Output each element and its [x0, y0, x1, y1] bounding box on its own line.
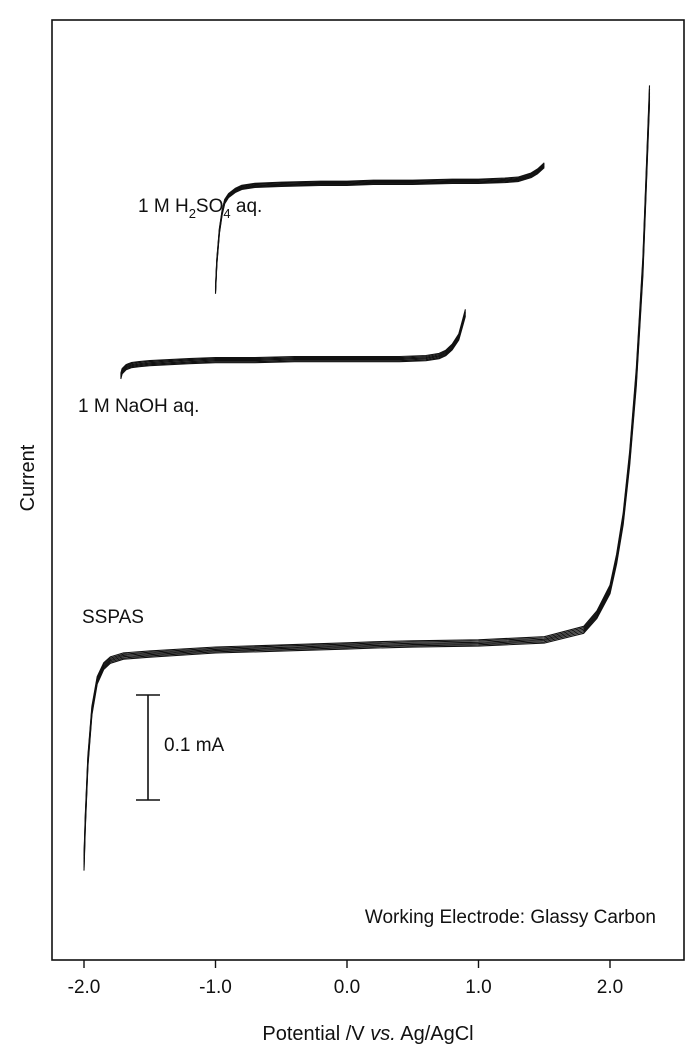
x-tick-label: 0.0: [334, 977, 360, 998]
series-line-1-cycle-2: [120, 313, 466, 377]
plot-frame: [51, 19, 685, 961]
x-tick-label: -1.0: [199, 977, 232, 998]
series-line-1-cycle-1: [120, 314, 466, 379]
series-line-0-cycle-5: [214, 162, 545, 288]
series-label-sspas: SSPAS: [82, 607, 144, 628]
x-axis-label: Potential /V vs. Ag/AgCl: [262, 1023, 473, 1045]
scale-bar: 0.1 mA: [136, 694, 225, 801]
series-line-1-cycle-4: [120, 310, 466, 375]
x-tick-label: 2.0: [597, 977, 623, 998]
series-line-2-cycle-5: [83, 85, 651, 856]
series-label-h2so4: 1 M H2SO4 aq.: [138, 196, 262, 221]
series-line-1-cycle-5: [120, 309, 466, 374]
electrode-annotation: Working Electrode: Glassy Carbon: [365, 907, 656, 928]
x-axis: -2.0 -1.0 0.0 1.0 2.0: [68, 960, 623, 998]
series-group: [83, 85, 651, 871]
x-tick-label: -2.0: [68, 977, 101, 998]
series-label-naoh: 1 M NaOH aq.: [78, 396, 199, 417]
x-tick-label: 1.0: [465, 977, 491, 998]
series-line-1-cycle-3: [120, 311, 466, 376]
series-line-1-cycle-0: [120, 315, 466, 380]
scale-bar-label: 0.1 mA: [164, 735, 225, 756]
y-axis-label: Current: [17, 444, 39, 511]
